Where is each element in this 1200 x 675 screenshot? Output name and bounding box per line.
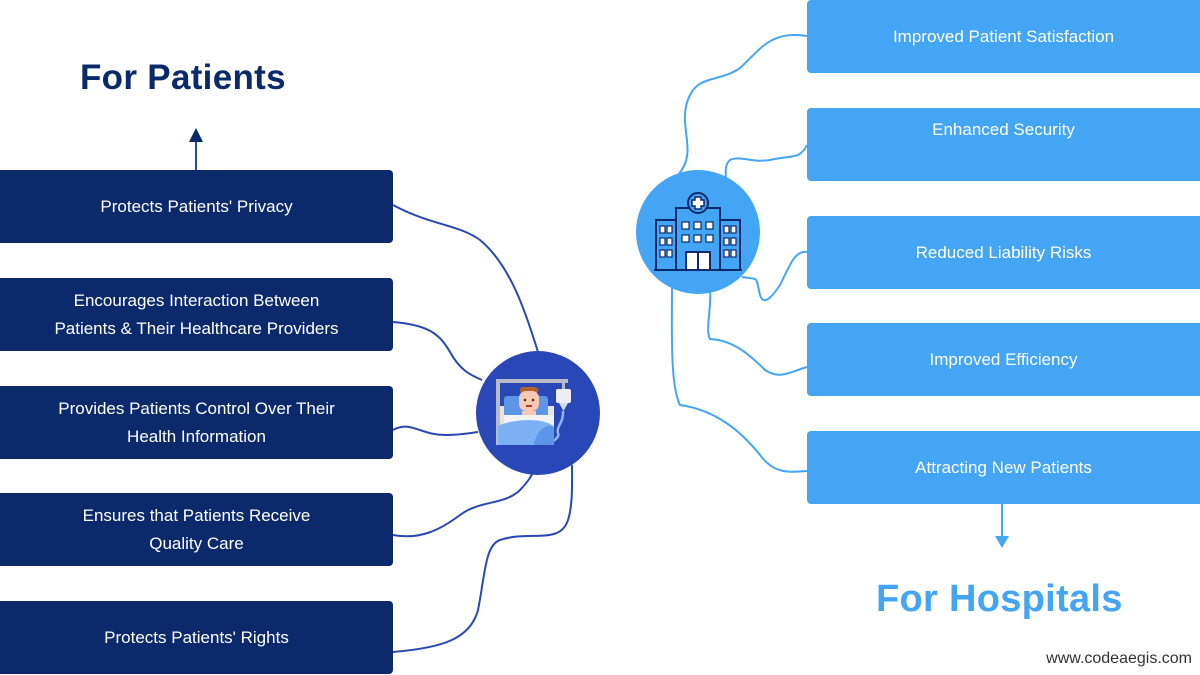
connector-quality [392,471,534,538]
connector-rights [392,464,574,653]
hospital-benefit-security: Enhanced Security [807,108,1200,181]
hospitals-section-title: For Hospitals [876,578,1123,620]
patient-benefit-rights: Protects Patients' Rights [0,601,393,674]
benefit-label: Ensures that Patients Receive Quality Ca… [82,505,311,553]
benefit-label: Improved Efficiency [929,349,1078,369]
benefit-label: Attracting New Patients [915,457,1092,477]
benefit-label: Protects Patients' Privacy [100,196,293,216]
benefit-label: Reduced Liability Risks [915,242,1092,262]
patient-benefit-interaction: Encourages Interaction Between Patients … [0,278,393,351]
arrow-up-head [189,128,203,142]
hospitals-hub [636,170,760,294]
connector-new-patients [670,287,808,473]
patient-benefit-control: Provides Patients Control Over Their Hea… [0,386,393,459]
hospital-benefit-satisfaction: Improved Patient Satisfaction [807,0,1200,73]
connector-liability [741,250,808,302]
website-link[interactable]: www.codeaegis.com [1046,650,1192,667]
patient-benefit-quality-care: Ensures that Patients Receive Quality Ca… [0,493,393,566]
hospital-benefit-efficiency: Improved Efficiency [807,323,1200,396]
connector-satisfaction [677,33,808,176]
patient-in-bed-icon [496,379,571,446]
benefit-label: Protects Patients' Rights [104,627,289,647]
patient-benefit-privacy: Protects Patients' Privacy [0,170,393,243]
connector-privacy [392,204,539,353]
benefit-label: Improved Patient Satisfaction [892,26,1115,46]
benefit-label: Provides Patients Control Over Their Hea… [58,398,335,446]
patients-section-title: For Patients [80,58,286,97]
connector-interaction [392,321,483,381]
hospital-building-icon [654,192,742,271]
hospital-benefit-liability: Reduced Liability Risks [807,216,1200,289]
patients-hub [476,351,600,475]
benefit-label: Enhanced Security [932,120,1075,139]
arrow-down-head [995,536,1009,548]
benefit-label: Encourages Interaction Between Patients … [54,290,339,338]
connector-control [392,425,479,437]
connector-security [724,144,808,183]
hospital-benefit-new-patients: Attracting New Patients [807,431,1200,504]
connector-efficiency [707,289,808,376]
